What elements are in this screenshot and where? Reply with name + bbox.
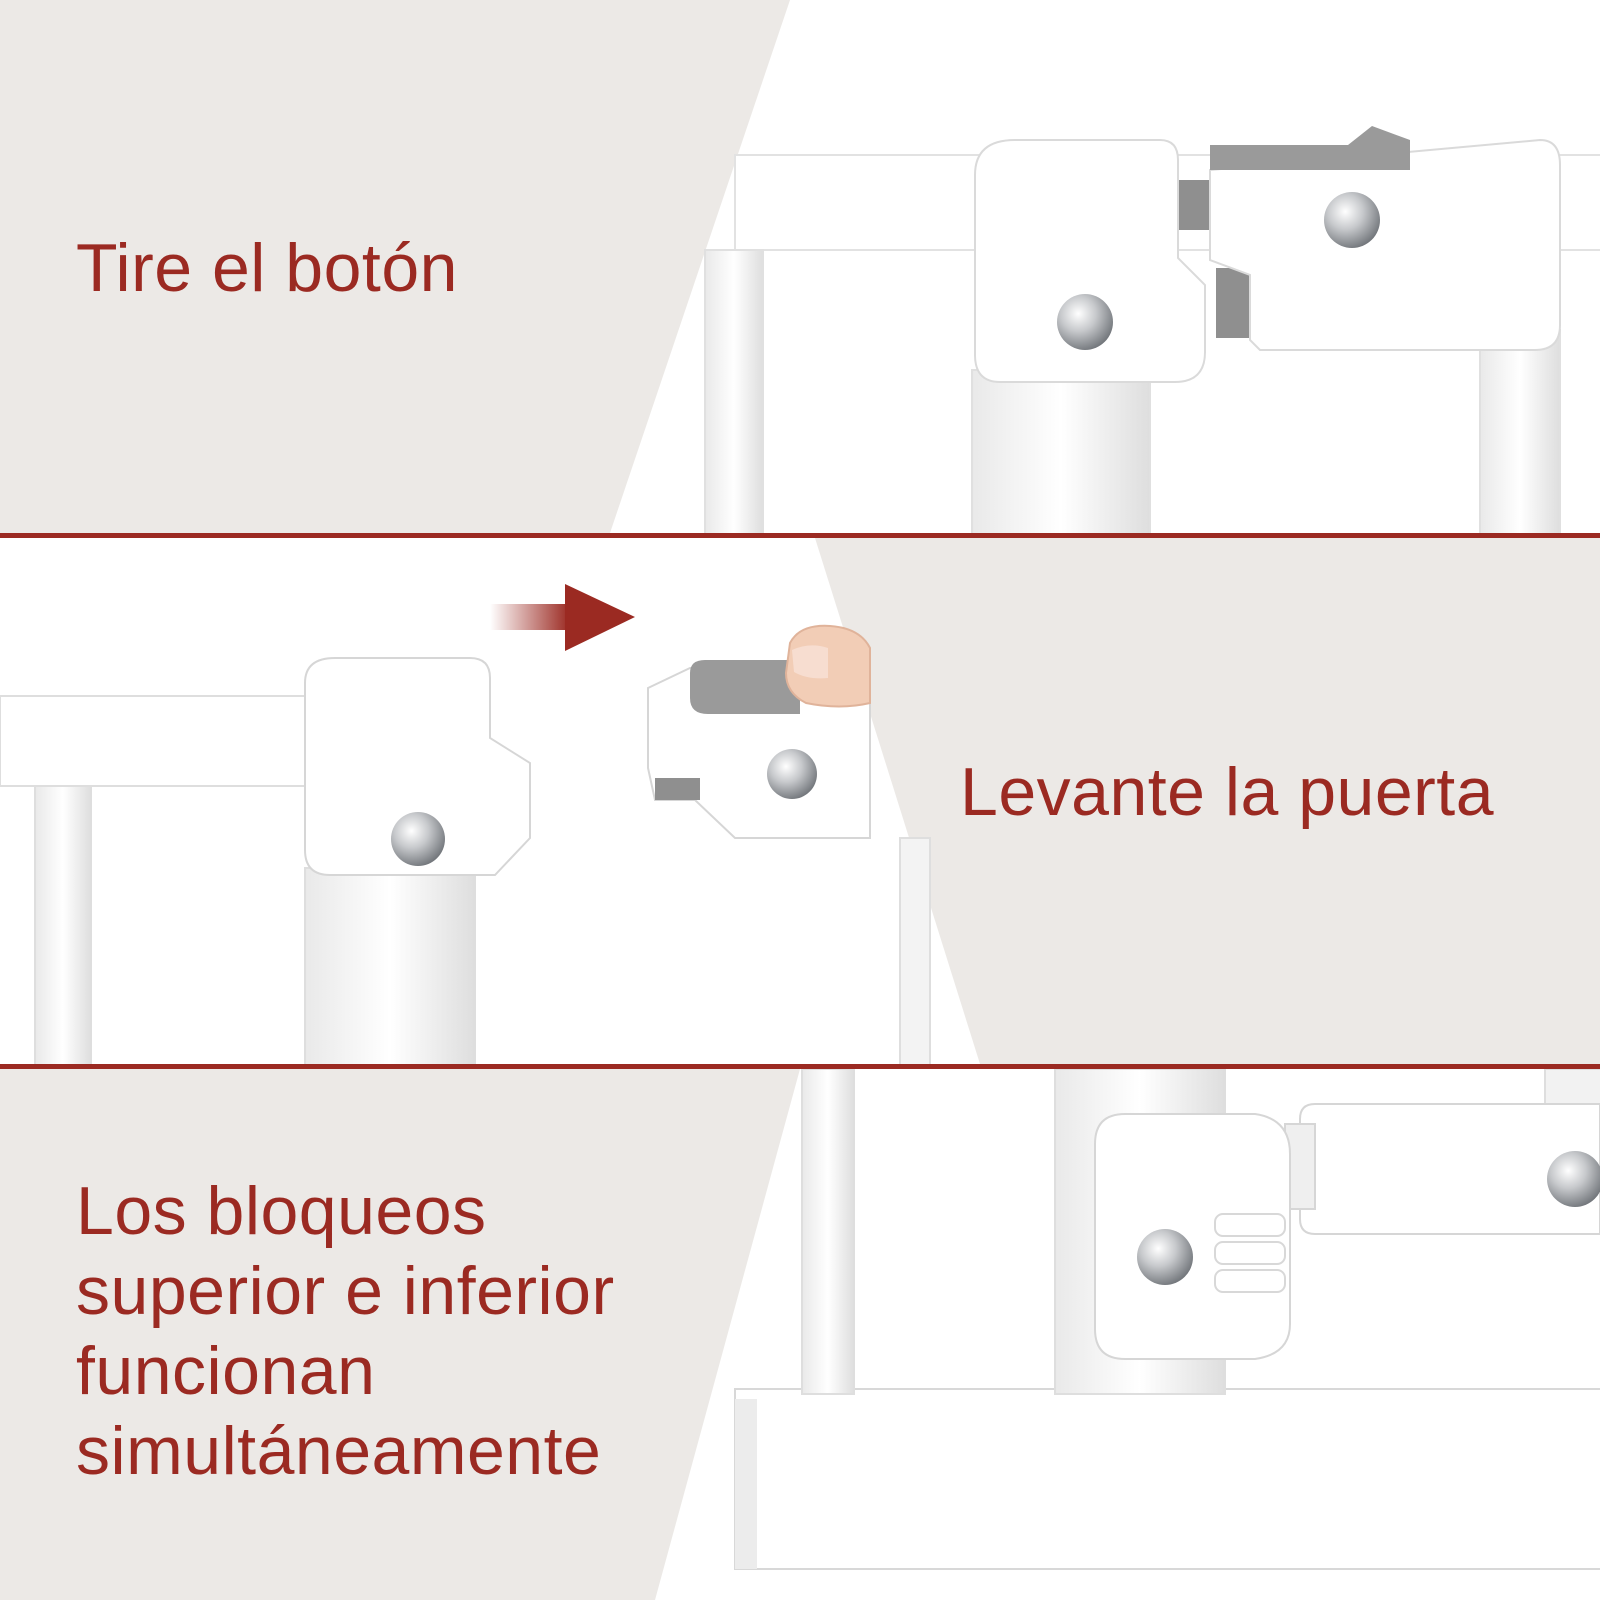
caption-step-1: Tire el botón — [76, 230, 458, 306]
caption-step-3-line-4: simultáneamente — [76, 1413, 602, 1489]
screw-icon — [1137, 1229, 1193, 1285]
panel-step-2: Levante la puerta — [0, 538, 1600, 1064]
caption-step-3-line-2: superior e inferior — [76, 1253, 615, 1329]
screw-icon — [391, 812, 445, 866]
panel-3-beige-background — [0, 1069, 800, 1600]
latch-button — [1210, 126, 1410, 170]
panel-step-3: Los bloqueos superior e inferior funcion… — [0, 1069, 1600, 1600]
gate-bottom-lock-illustration — [0, 1069, 1600, 1600]
screw-icon — [1324, 192, 1380, 248]
gate-open-illustration — [0, 538, 1600, 1064]
caption-step-3: Los bloqueos superior e inferior funcion… — [76, 1171, 716, 1491]
gate-top-latch-illustration — [0, 0, 1600, 533]
divider-2 — [0, 1064, 1600, 1069]
caption-step-3-line-1: Los bloqueos — [76, 1173, 487, 1249]
panel-2-beige-background — [815, 538, 1600, 1064]
screw-icon — [1057, 294, 1113, 350]
screw-icon — [1547, 1151, 1600, 1207]
caption-step-2: Levante la puerta — [960, 754, 1495, 830]
arrow-right-icon — [565, 584, 635, 651]
panel-step-1: Tire el botón — [0, 0, 1600, 533]
latch-button — [690, 660, 800, 714]
divider-1 — [0, 533, 1600, 538]
caption-step-3-line-3: funcionan — [76, 1333, 376, 1409]
arrow-tail — [490, 604, 570, 630]
screw-icon — [767, 749, 817, 799]
panel-1-beige-background — [0, 0, 790, 533]
